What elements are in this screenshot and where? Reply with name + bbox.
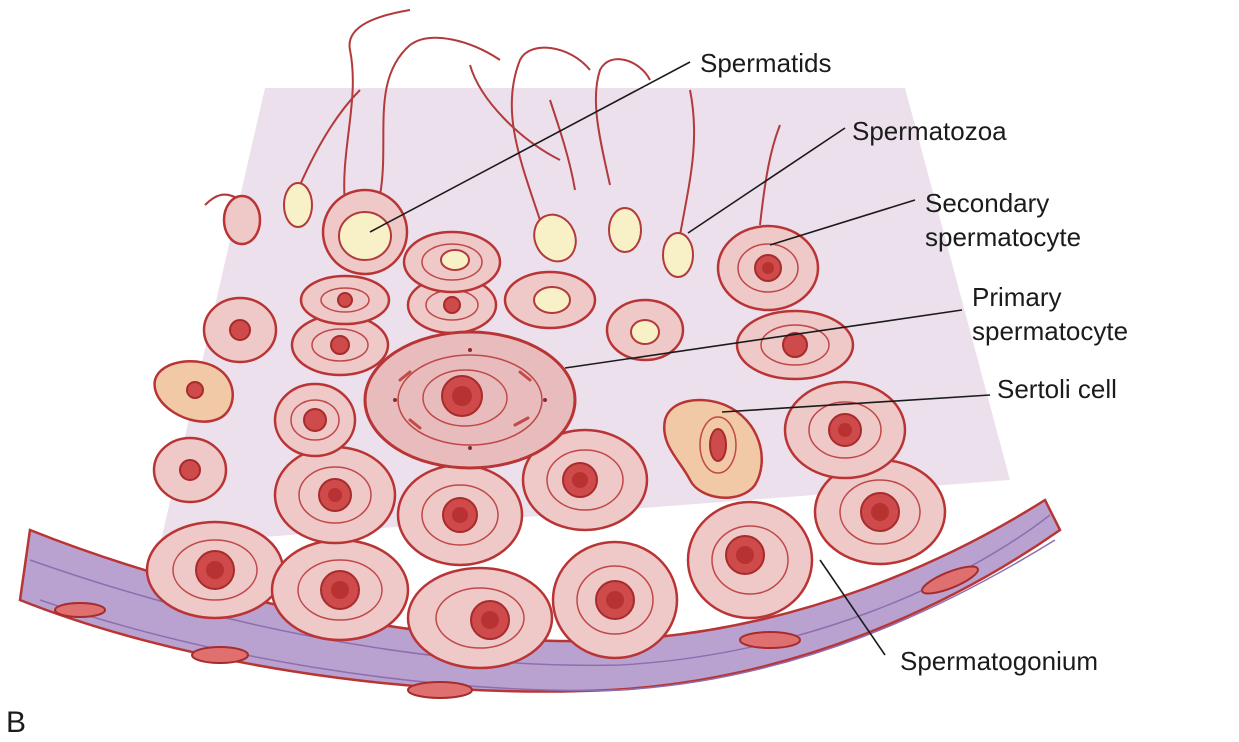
label-primary-line1: Primary [972, 282, 1062, 312]
spermatogonium-cell [147, 522, 283, 618]
spermatocyte-cell [398, 465, 522, 565]
label-primary-line2: spermatocyte [972, 316, 1128, 346]
spermatogonium-cell [272, 540, 408, 640]
sperm-head [609, 208, 641, 252]
label-spermatozoa: Spermatozoa [852, 116, 1007, 146]
primary-spermatocyte-cell [365, 332, 575, 468]
spermatid-cell [404, 232, 500, 292]
sperm-head [663, 233, 693, 277]
label-secondary-line1: Secondary [925, 188, 1049, 218]
spermatocyte-cell [275, 384, 355, 456]
spermatid-cell [607, 300, 683, 360]
spermatogonium-cell [408, 568, 552, 668]
panel-letter: B [6, 706, 26, 739]
secondary-spermatocyte-cell [718, 226, 818, 310]
label-secondary-line2: spermatocyte [925, 222, 1081, 252]
spermatocyte-cell [785, 382, 905, 478]
label-spermatogonium: Spermatogonium [900, 646, 1098, 676]
spermatogonium-cell [553, 542, 677, 658]
spermatocyte-cell [301, 276, 389, 324]
spermatid-cell [505, 272, 595, 328]
spermatid-cell [323, 190, 407, 274]
sperm-head [284, 183, 312, 227]
label-sertoli: Sertoli cell [997, 374, 1117, 404]
spermatocyte-cell [275, 447, 395, 543]
spermatogonium-cell [688, 502, 812, 618]
spermatocyte-cell [737, 311, 853, 379]
label-spermatids: Spermatids [700, 48, 832, 78]
